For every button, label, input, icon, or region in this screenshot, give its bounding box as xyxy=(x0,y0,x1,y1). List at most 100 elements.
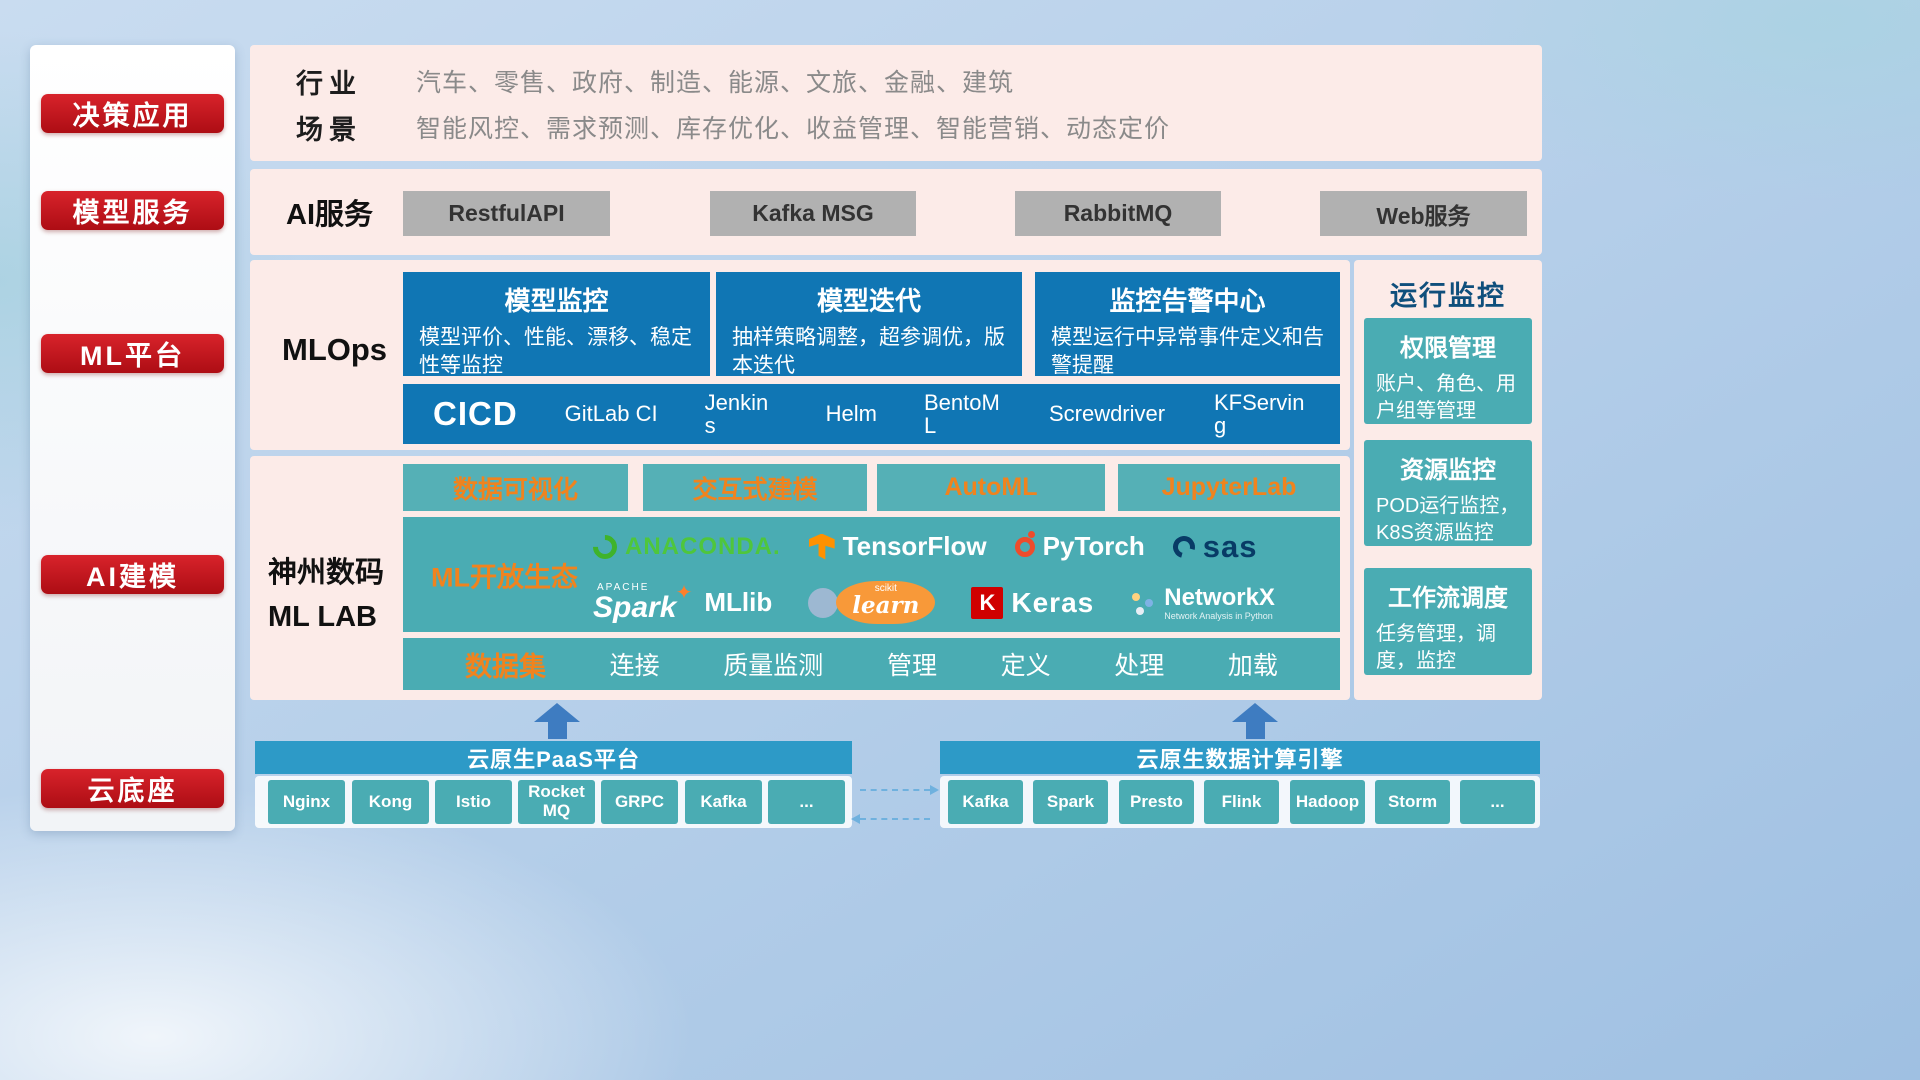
dataset-item-manage: 管理 xyxy=(886,652,937,680)
up-arrow-paas xyxy=(534,703,580,739)
industry-label: 行业 xyxy=(296,68,362,99)
card-desc: 任务管理，调度，监控 xyxy=(1376,623,1496,672)
pytorch-icon xyxy=(1014,530,1035,557)
ml-open-ecosystem-box: ML开放生态 ANACONDA. TensorFlow PyTorch xyxy=(403,517,1340,632)
apache-label: APACHE xyxy=(597,581,650,593)
cicd-bar: CICD GitLab CI Jenkins Helm BentoML Scre… xyxy=(403,384,1340,444)
networkx-logo: NetworkX Network Analysis in Python xyxy=(1130,584,1275,622)
dashed-arrow-right-icon xyxy=(860,785,939,795)
paas-item-istio: Istio xyxy=(435,780,512,824)
feature-interactive-modeling: 交互式建模 xyxy=(643,464,867,511)
paas-item-grpc: GRPC xyxy=(601,780,678,824)
keras-icon: K xyxy=(971,586,1004,619)
card-resource-monitoring: 资源监控 POD运行监控，K8S资源监控 xyxy=(1364,440,1532,546)
tensorflow-wordmark: TensorFlow xyxy=(842,531,987,561)
ml-lab-label: 神州数码 ML LAB xyxy=(268,552,400,639)
ml-lab-label-line2: ML LAB xyxy=(268,600,378,633)
dashed-arrow-left-icon xyxy=(851,814,930,824)
card-workflow-scheduling: 工作流调度 任务管理，调度，监控 xyxy=(1364,568,1532,675)
mlops-panel: MLOps 模型监控 模型评价、性能、漂移、稳定性等监控 模型迭代 抽样策略调整… xyxy=(250,260,1350,450)
keras-wordmark: Keras xyxy=(1011,586,1095,618)
sidebar-item-ml-platform: ML平台 xyxy=(41,334,224,373)
anaconda-wordmark: ANACONDA. xyxy=(625,532,781,560)
card-title: 资源监控 xyxy=(1400,457,1496,484)
card-alert-center: 监控告警中心 模型运行中异常事件定义和告警提醒 xyxy=(1035,272,1340,377)
ml-lab-label-line1: 神州数码 xyxy=(268,557,385,589)
service-kafka-msg: Kafka MSG xyxy=(710,191,916,236)
spark-star-icon: ✦ xyxy=(675,581,693,604)
card-title: 模型监控 xyxy=(504,286,609,316)
ml-open-ecosystem-label: ML开放生态 xyxy=(431,562,578,592)
cicd-item-bentoml: BentoML xyxy=(923,389,1000,438)
ecosystem-logo-row-1: ANACONDA. TensorFlow PyTorch sas xyxy=(588,519,1334,575)
ecosystem-logo-row-2: APACHE Spark✦ MLlib scikit learn K xyxy=(593,575,1334,631)
card-title: 权限管理 xyxy=(1400,335,1496,362)
engine-item-storm: Storm xyxy=(1375,780,1450,824)
dataset-label: 数据集 xyxy=(465,651,546,682)
industry-list: 汽车、零售、政府、制造、能源、文旅、金融、建筑 xyxy=(416,69,1015,97)
dataset-bar: 数据集 连接 质量监测 管理 定义 处理 加载 xyxy=(403,638,1340,690)
card-title: 模型迭代 xyxy=(816,286,921,316)
learn-text: learn xyxy=(852,592,920,619)
cicd-item-jenkins: Jenkins xyxy=(704,389,769,438)
scikit-learn-icon xyxy=(808,587,839,618)
industry-row: 行业 汽车、零售、政府、制造、能源、文旅、金融、建筑 xyxy=(296,61,1014,101)
sas-wordmark: sas xyxy=(1202,528,1258,564)
dataset-item-quality: 质量监测 xyxy=(723,652,824,680)
paas-item-kong: Kong xyxy=(352,780,429,824)
mlops-label: MLOps xyxy=(282,332,388,367)
ai-service-label: AI服务 xyxy=(286,199,374,231)
anaconda-logo: ANACONDA. xyxy=(588,529,781,564)
ecosystem-logos: ANACONDA. TensorFlow PyTorch sas xyxy=(588,517,1334,632)
runtime-monitoring-panel: 运行监控 权限管理 账户、角色、用户组等管理 资源监控 POD运行监控，K8S资… xyxy=(1354,260,1542,700)
dataset-item-load: 加载 xyxy=(1227,652,1278,680)
sas-icon xyxy=(1168,531,1199,562)
spark-text: Spark xyxy=(593,590,677,624)
engine-item-kafka: Kafka xyxy=(948,780,1023,824)
sidebar-item-model-service: 模型服务 xyxy=(41,191,224,230)
paas-item-rocketmq: RocketMQ xyxy=(518,780,595,824)
cicd-item-gitlab-ci: GitLab CI xyxy=(564,401,658,427)
up-arrow-engine xyxy=(1232,703,1278,739)
keras-logo: K Keras xyxy=(971,586,1095,619)
tensorflow-logo: TensorFlow xyxy=(808,531,987,562)
cicd-item-screwdriver: Screwdriver xyxy=(1048,401,1166,427)
cicd-label: CICD xyxy=(433,395,518,432)
engine-item-hadoop: Hadoop xyxy=(1290,780,1365,824)
card-desc: POD运行监控，K8S资源监控 xyxy=(1376,495,1520,544)
ai-service-panel: AI服务 RestfulAPI Kafka MSG RabbitMQ Web服务 xyxy=(250,169,1542,255)
scikit-learn-badge: scikit learn xyxy=(836,581,936,624)
card-desc: 抽样策略调整，超参调优，版本迭代 xyxy=(732,326,1005,378)
spark-mllib-logo: APACHE Spark✦ MLlib xyxy=(593,581,772,624)
tensorflow-icon xyxy=(808,533,835,560)
scenario-label: 场景 xyxy=(296,114,362,145)
engine-item-more: ... xyxy=(1460,780,1535,824)
runtime-monitoring-title: 运行监控 xyxy=(1390,281,1506,311)
feature-data-visualization: 数据可视化 xyxy=(403,464,628,511)
card-desc: 模型评价、性能、漂移、稳定性等监控 xyxy=(419,326,692,378)
ml-lab-panel: 神州数码 ML LAB 数据可视化 交互式建模 AutoML JupyterLa… xyxy=(250,456,1350,700)
card-title: 工作流调度 xyxy=(1388,585,1508,612)
cicd-item-helm: Helm xyxy=(825,401,877,427)
feature-jupyterlab: JupyterLab xyxy=(1118,464,1340,511)
sidebar-item-cloud-base: 云底座 xyxy=(41,769,224,808)
service-web: Web服务 xyxy=(1320,191,1527,236)
networkx-wordmark: NetworkX xyxy=(1164,583,1275,611)
paas-item-more: ... xyxy=(768,780,845,824)
pytorch-logo: PyTorch xyxy=(1014,530,1145,562)
sidebar-item-decision-apps: 决策应用 xyxy=(41,94,224,133)
scenario-list: 智能风控、需求预测、库存优化、收益管理、智能营销、动态定价 xyxy=(416,115,1171,143)
spark-wordmark: APACHE Spark✦ xyxy=(593,581,692,624)
paas-item-kafka: Kafka xyxy=(685,780,762,824)
engine-item-spark: Spark xyxy=(1033,780,1108,824)
sas-logo: sas xyxy=(1168,528,1258,565)
scikit-small-text: scikit xyxy=(874,583,897,594)
networkx-icon xyxy=(1130,590,1156,616)
paas-item-nginx: Nginx xyxy=(268,780,345,824)
card-desc: 账户、角色、用户组等管理 xyxy=(1376,373,1516,422)
data-engine-bar: 云原生数据计算引擎 xyxy=(940,741,1540,774)
service-rabbitmq: RabbitMQ xyxy=(1015,191,1221,236)
card-desc: 模型运行中异常事件定义和告警提醒 xyxy=(1051,326,1324,378)
anaconda-icon xyxy=(588,529,622,564)
